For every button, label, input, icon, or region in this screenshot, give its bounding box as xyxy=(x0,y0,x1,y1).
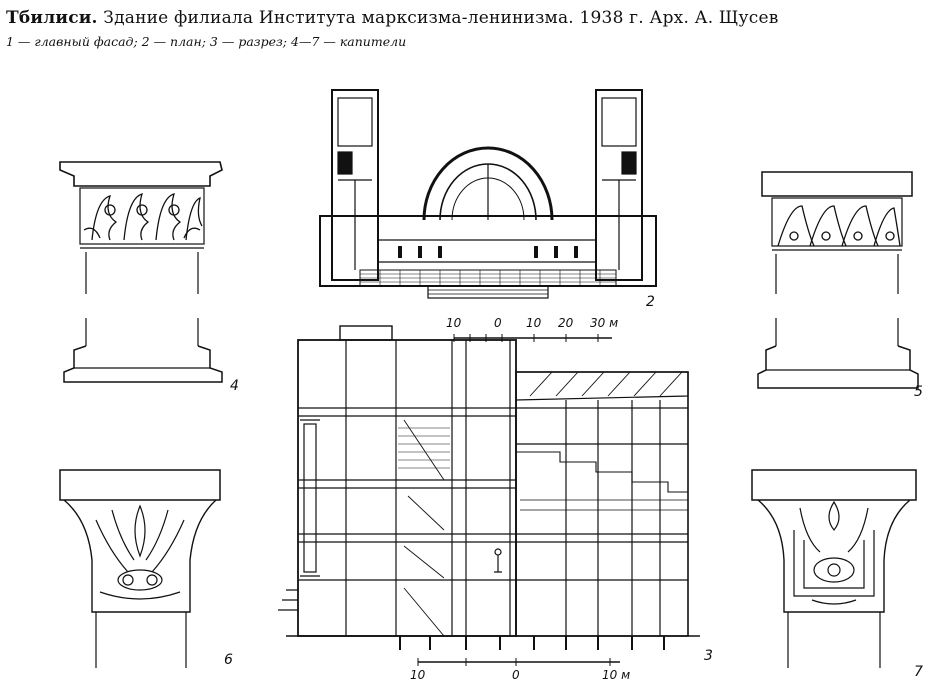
capital-4-drawing xyxy=(59,161,223,383)
plan-scale-label: 10 xyxy=(446,316,462,330)
figure-number-capital-7: 7 xyxy=(914,664,923,680)
figure-legend: 1 — главный фасад; 2 — план; 3 — разрез;… xyxy=(6,34,407,49)
figure-number-capital-5: 5 xyxy=(914,384,923,400)
title-text: Здание филиала Института марксизма-ленин… xyxy=(103,8,779,28)
section-scale-bar xyxy=(417,658,620,666)
title-place: Тбилиси. xyxy=(6,8,98,28)
plan-scale-label: 20 xyxy=(558,316,574,330)
plan-scale-label: 10 xyxy=(526,316,542,330)
section-scale-label: 10 xyxy=(410,668,426,682)
figure-number-capital-4: 4 xyxy=(230,378,239,394)
figure-number-plan: 2 xyxy=(646,294,655,310)
building-section-drawing xyxy=(278,325,700,650)
page-title: Тбилиси. Здание филиала Института маркси… xyxy=(6,8,779,28)
capital-5-drawing xyxy=(757,171,919,389)
capital-7-drawing xyxy=(751,469,917,668)
figure-number-capital-6: 6 xyxy=(224,652,233,668)
capital-6-drawing xyxy=(59,469,221,668)
figure-number-section: 3 xyxy=(704,648,713,664)
plan-scale-label: 0 xyxy=(494,316,502,330)
section-scale-label: 0 xyxy=(512,668,520,682)
floor-plan-drawing xyxy=(319,89,657,299)
plan-scale-bar xyxy=(453,334,612,342)
section-scale-label: 10 м xyxy=(602,668,631,682)
plan-scale-label: 30 м xyxy=(590,316,619,330)
